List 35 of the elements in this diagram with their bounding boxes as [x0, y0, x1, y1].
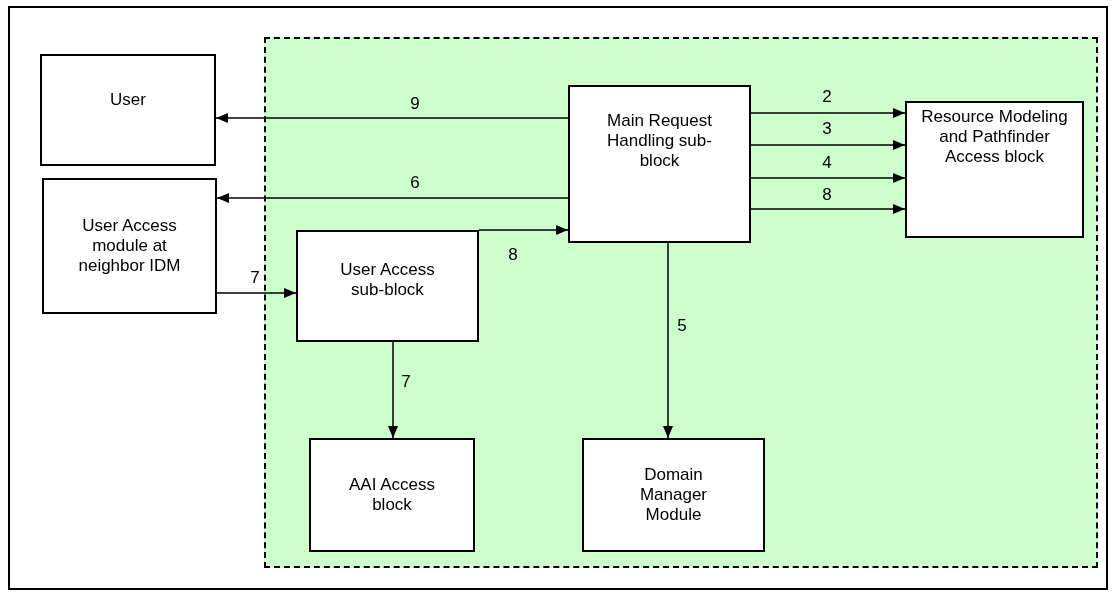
edge-label: 8	[508, 245, 518, 265]
edge-label: 3	[822, 119, 832, 139]
arrow	[750, 108, 906, 118]
block-label: AAI Access block	[348, 475, 436, 515]
block-label: Domain Manager Module	[638, 465, 709, 525]
edge-label: 6	[410, 173, 420, 193]
block-label: User Access sub-block	[339, 260, 436, 300]
edge-label: 2	[822, 87, 832, 107]
edge-label: 8	[822, 185, 832, 205]
edge-label: 7	[250, 268, 260, 288]
edge-label: 7	[401, 372, 411, 392]
arrow	[478, 225, 569, 235]
block-label: User	[110, 90, 146, 110]
block-box	[568, 85, 751, 243]
block-label: Main Request Handling sub-block	[606, 111, 713, 171]
block-box	[309, 438, 475, 552]
arrow	[216, 288, 297, 298]
block-box	[582, 438, 765, 552]
dashed-boundary	[264, 37, 1098, 568]
block-box	[296, 230, 479, 342]
edge-label: 4	[822, 153, 832, 173]
arrow	[215, 113, 569, 123]
block-box	[905, 101, 1084, 238]
arrow	[750, 173, 906, 183]
arrow	[388, 341, 398, 439]
block-label: Resource Modeling and Pathfinder Access block	[920, 107, 1069, 167]
arrow	[750, 204, 906, 214]
block-box	[40, 54, 216, 166]
block-label: User Access module at neighbor IDM	[77, 216, 182, 276]
block-box	[42, 178, 217, 314]
arrow	[216, 193, 569, 203]
edge-label: 5	[677, 316, 687, 336]
arrow	[663, 242, 673, 439]
edge-label: 9	[410, 94, 420, 114]
arrow	[750, 140, 906, 150]
